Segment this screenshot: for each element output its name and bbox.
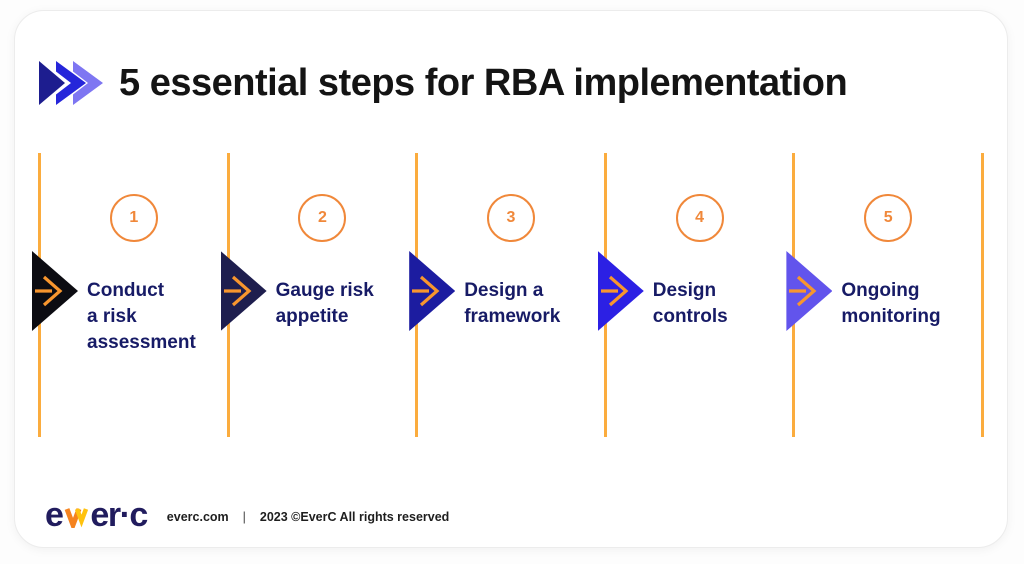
page-title: 5 essential steps for RBA implementation bbox=[119, 62, 848, 104]
arrow-right-icon bbox=[223, 275, 252, 307]
footer-site-text: everc.com bbox=[166, 510, 229, 524]
step-label: Gauge risk appetite bbox=[275, 280, 374, 327]
step-column-2: 2 Gauge risk appetite bbox=[220, 153, 416, 437]
arrow-right-icon bbox=[789, 275, 817, 307]
arrow-right-icon bbox=[35, 275, 63, 307]
step-label: Conduct a risk assessment bbox=[87, 280, 196, 353]
footer-copyright: 2023 ©EverC All rights reserved bbox=[259, 510, 450, 524]
logo-text-prefix: e bbox=[45, 496, 64, 535]
step-number: 4 bbox=[695, 209, 705, 226]
footer-meta: everc.com | 2023 ©EverC All rights reser… bbox=[167, 510, 450, 524]
title-chevrons-icon bbox=[39, 61, 105, 105]
step-number-badge: 3 bbox=[486, 194, 535, 242]
step-number: 3 bbox=[506, 209, 516, 226]
step-column-5: 5 Ongoing monitoring bbox=[786, 153, 981, 437]
step-label: Ongoing monitoring bbox=[841, 280, 941, 327]
step-number: 2 bbox=[317, 209, 327, 226]
step-column-3: 3 Design a framework bbox=[409, 153, 604, 437]
step-number: 5 bbox=[883, 209, 893, 226]
step-label: Design controls bbox=[652, 280, 728, 327]
step-column-4: 4 Design controls bbox=[597, 153, 793, 437]
arrow-right-icon bbox=[600, 275, 629, 307]
steps-section: 1 Conduct a risk assessment 2 Gauge risk… bbox=[32, 153, 984, 437]
step-number-badge: 1 bbox=[109, 194, 158, 242]
logo-text-suffix: er·c bbox=[90, 496, 148, 535]
logo-v-icon bbox=[65, 508, 89, 528]
step-number-badge: 2 bbox=[298, 194, 347, 242]
footer: e er·c everc.com | 2023 ©EverC All right… bbox=[45, 483, 450, 535]
step-number-badge: 4 bbox=[675, 194, 724, 242]
step-number: 1 bbox=[129, 209, 139, 226]
step-label: Design a framework bbox=[464, 280, 561, 327]
everc-logo: e er·c bbox=[45, 496, 148, 535]
step-column-1: 1 Conduct a risk assessment bbox=[32, 153, 227, 437]
step-number-badge: 5 bbox=[864, 194, 913, 242]
infographic-card: 5 essential steps for RBA implementation… bbox=[14, 10, 1008, 548]
arrow-right-icon bbox=[412, 275, 440, 307]
footer-separator: | bbox=[242, 510, 246, 524]
